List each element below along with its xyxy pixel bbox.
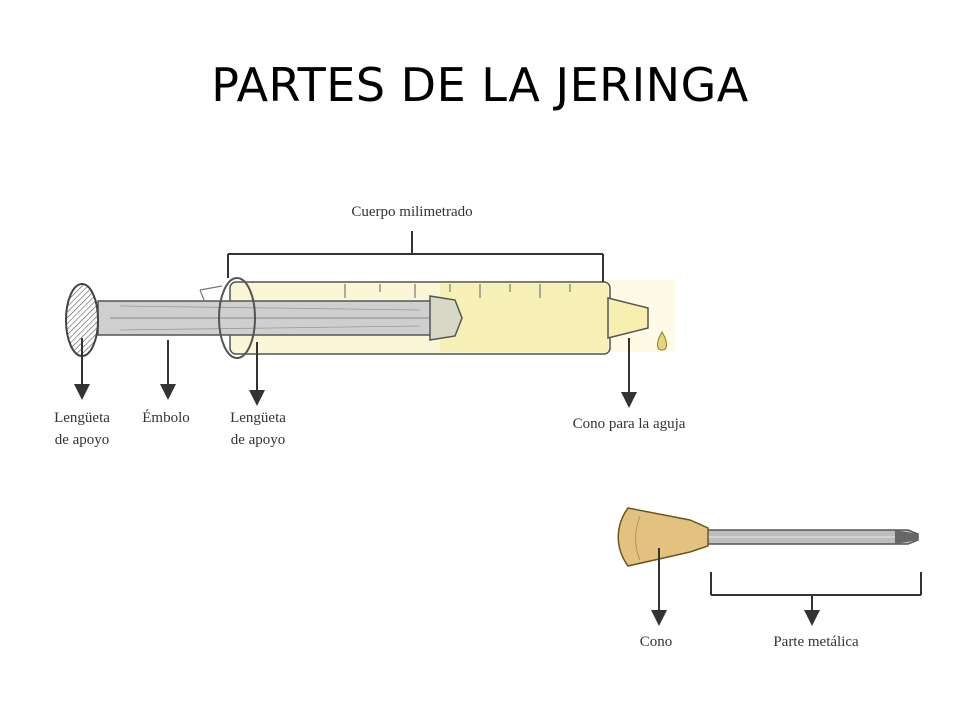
barrel-flange (218, 277, 256, 359)
label-lengueta-2-line1: Lengüeta (230, 410, 286, 426)
label-lengueta-1-line2: de apoyo (55, 432, 110, 448)
syringe (65, 277, 675, 359)
bracket-cuerpo (227, 231, 604, 282)
needle (617, 507, 919, 567)
drop (657, 331, 667, 351)
barrel-fluid (440, 284, 608, 352)
label-embolo: Émbolo (142, 409, 190, 426)
label-cono: Cono (640, 634, 673, 650)
label-parte-metalica: Parte metálica (773, 634, 859, 650)
barrel-graduations (344, 284, 571, 298)
needle-bevel (895, 530, 918, 544)
plunger-stopper (429, 295, 463, 341)
label-lengueta-1-line1: Lengüeta (54, 410, 110, 426)
label-cuerpo-milimetrado: Cuerpo milimetrado (351, 204, 472, 220)
label-cono-para-la-aguja: Cono para la aguja (573, 416, 686, 432)
needle-hub (617, 507, 709, 567)
slide-title: PARTES DE LA JERINGA (211, 58, 749, 112)
barrel-tip-cone (607, 297, 649, 339)
bracket-parte-metalica (710, 572, 922, 626)
label-lengueta-2-line2: de apoyo (231, 432, 286, 448)
